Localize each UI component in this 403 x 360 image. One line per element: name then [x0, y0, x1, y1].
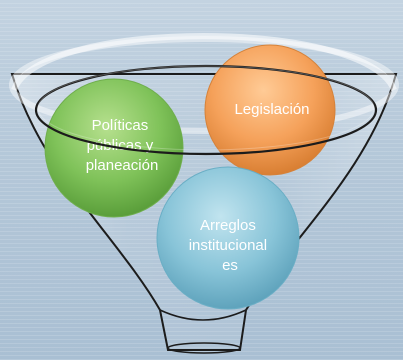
funnel-rim-highlight [37, 65, 375, 151]
circle-arreglos: Arreglos institucional es [156, 166, 300, 310]
label-politicas: Políticas públicas y planeación [86, 117, 159, 174]
label-legislacion: Legislación [234, 101, 309, 118]
circle-legislacion: Legislación [204, 44, 336, 176]
funnel-rim-back [11, 33, 397, 92]
funnel-rim-inner [34, 64, 378, 156]
funnel-rim-outer [9, 36, 399, 134]
funnel-spout [159, 309, 247, 321]
funnel-spout-rim [167, 342, 241, 354]
label-arreglos: Arreglos institucional es [189, 217, 272, 274]
